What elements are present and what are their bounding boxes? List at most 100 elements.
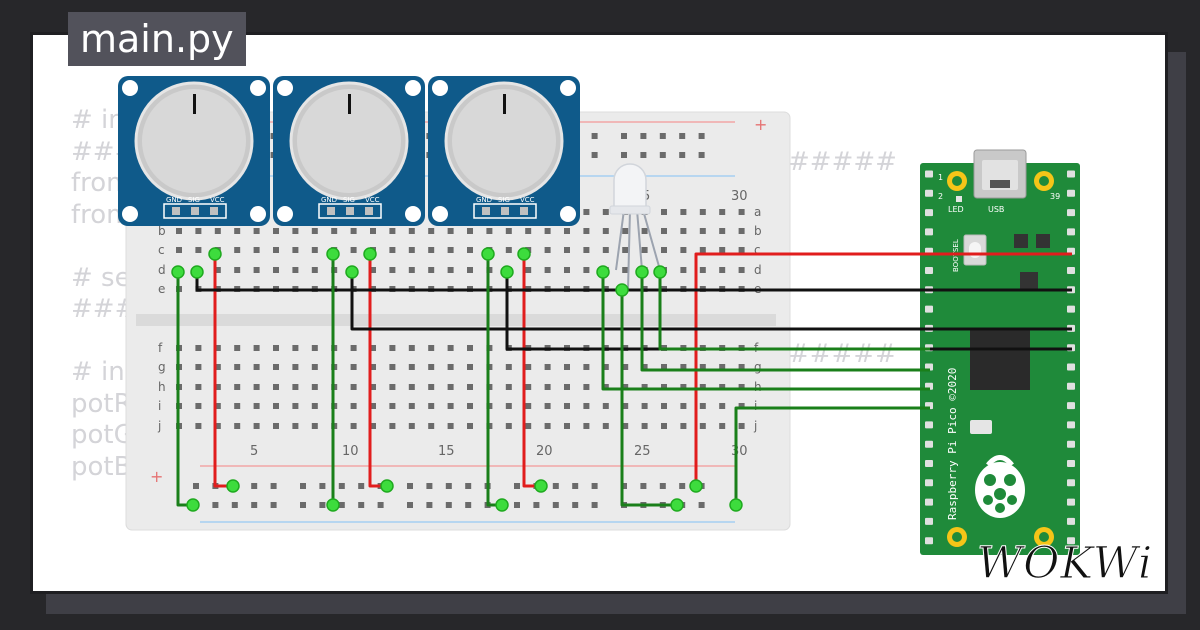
breadboard-hole[interactable]	[234, 403, 241, 409]
wire-green-8[interactable]	[658, 272, 930, 351]
breadboard-hole[interactable]	[699, 267, 706, 273]
breadboard-hole[interactable]	[253, 345, 260, 351]
breadboard-hole[interactable]	[234, 247, 241, 253]
breadboard-hole[interactable]	[738, 228, 745, 234]
rail-hole[interactable]	[514, 502, 520, 508]
connection-point[interactable]	[729, 498, 743, 512]
breadboard-hole[interactable]	[525, 267, 532, 273]
breadboard-hole[interactable]	[350, 403, 357, 409]
breadboard-hole[interactable]	[680, 247, 687, 253]
connection-point[interactable]	[615, 283, 629, 297]
connection-point[interactable]	[596, 265, 610, 279]
breadboard-hole[interactable]	[273, 403, 279, 409]
rail-hole[interactable]	[358, 502, 365, 508]
breadboard-hole[interactable]	[680, 267, 687, 273]
pico-pin-left[interactable]	[925, 537, 933, 545]
breadboard-hole[interactable]	[622, 267, 629, 273]
connection-point[interactable]	[500, 265, 514, 279]
breadboard-hole[interactable]	[583, 364, 590, 370]
pico-pin-right[interactable]	[1067, 189, 1075, 197]
breadboard-hole[interactable]	[661, 403, 667, 409]
breadboard-hole[interactable]	[467, 345, 473, 351]
breadboard-hole[interactable]	[350, 364, 357, 370]
rail-hole[interactable]	[377, 502, 384, 508]
breadboard-hole[interactable]	[699, 209, 706, 215]
breadboard-hole[interactable]	[661, 209, 667, 215]
breadboard-hole[interactable]	[583, 267, 590, 273]
breadboard-hole[interactable]	[195, 384, 202, 390]
breadboard-hole[interactable]	[195, 228, 202, 234]
rail-hole[interactable]	[514, 483, 520, 489]
breadboard-hole[interactable]	[428, 267, 435, 273]
breadboard-hole[interactable]	[583, 384, 590, 390]
breadboard-hole[interactable]	[738, 209, 745, 215]
breadboard-hole[interactable]	[467, 228, 473, 234]
pico-pin-right[interactable]	[1067, 537, 1075, 545]
wire-red-4[interactable]	[694, 252, 1072, 486]
rgb-led[interactable]	[609, 163, 661, 291]
breadboard-hole[interactable]	[544, 267, 551, 273]
breadboard-hole[interactable]	[505, 228, 512, 234]
breadboard-hole[interactable]	[467, 267, 473, 273]
breadboard-hole[interactable]	[214, 384, 221, 390]
breadboard-hole[interactable]	[428, 228, 435, 234]
breadboard-hole[interactable]	[447, 403, 454, 409]
rail-hole[interactable]	[698, 502, 705, 508]
rail-hole[interactable]	[552, 502, 559, 508]
breadboard-hole[interactable]	[699, 384, 706, 390]
pico-pin-right[interactable]	[1067, 460, 1075, 467]
breadboard-hole[interactable]	[719, 423, 726, 429]
breadboard-hole[interactable]	[661, 364, 667, 370]
pico-pin-right[interactable]	[1067, 498, 1075, 506]
breadboard-hole[interactable]	[525, 423, 532, 429]
breadboard-hole[interactable]	[467, 247, 473, 253]
rail-hole[interactable]	[698, 133, 705, 139]
breadboard-hole[interactable]	[505, 423, 512, 429]
breadboard-hole[interactable]	[253, 228, 260, 234]
breadboard-hole[interactable]	[447, 267, 454, 273]
rail-hole[interactable]	[193, 483, 199, 489]
breadboard-hole[interactable]	[447, 364, 454, 370]
breadboard-hole[interactable]	[447, 247, 454, 253]
wire-green-7[interactable]	[640, 272, 930, 372]
breadboard-hole[interactable]	[447, 228, 454, 234]
breadboard-hole[interactable]	[350, 247, 357, 253]
breadboard-hole[interactable]	[311, 364, 318, 370]
breadboard-hole[interactable]	[699, 403, 706, 409]
pico-pin-left[interactable]	[925, 440, 933, 448]
pico-pin-left[interactable]	[925, 517, 933, 525]
breadboard-hole[interactable]	[699, 423, 706, 429]
rail-hole[interactable]	[533, 502, 540, 508]
breadboard-hole[interactable]	[680, 403, 687, 409]
breadboard-hole[interactable]	[214, 345, 221, 351]
connection-point[interactable]	[345, 265, 359, 279]
connection-point[interactable]	[670, 498, 684, 512]
rail-hole[interactable]	[445, 483, 452, 489]
breadboard-hole[interactable]	[253, 403, 260, 409]
breadboard-hole[interactable]	[738, 267, 745, 273]
pico-pin-right[interactable]	[1067, 209, 1075, 217]
pico-pin-right[interactable]	[1067, 517, 1075, 525]
breadboard-hole[interactable]	[176, 247, 182, 253]
breadboard-hole[interactable]	[622, 364, 629, 370]
rail-hole[interactable]	[640, 483, 647, 489]
breadboard-hole[interactable]	[311, 267, 318, 273]
breadboard-hole[interactable]	[273, 247, 279, 253]
breadboard-hole[interactable]	[602, 384, 609, 390]
breadboard-hole[interactable]	[544, 423, 551, 429]
breadboard-hole[interactable]	[738, 364, 745, 370]
breadboard-hole[interactable]	[350, 228, 357, 234]
breadboard-hole[interactable]	[370, 384, 376, 390]
rail-hole[interactable]	[659, 152, 666, 158]
breadboard-hole[interactable]	[719, 267, 726, 273]
rail-hole[interactable]	[572, 483, 579, 489]
breadboard-hole[interactable]	[428, 364, 435, 370]
breadboard-hole[interactable]	[253, 423, 260, 429]
breadboard-hole[interactable]	[719, 403, 726, 409]
breadboard-hole[interactable]	[311, 345, 318, 351]
breadboard-hole[interactable]	[661, 423, 667, 429]
breadboard-hole[interactable]	[602, 247, 609, 253]
breadboard-hole[interactable]	[447, 345, 454, 351]
